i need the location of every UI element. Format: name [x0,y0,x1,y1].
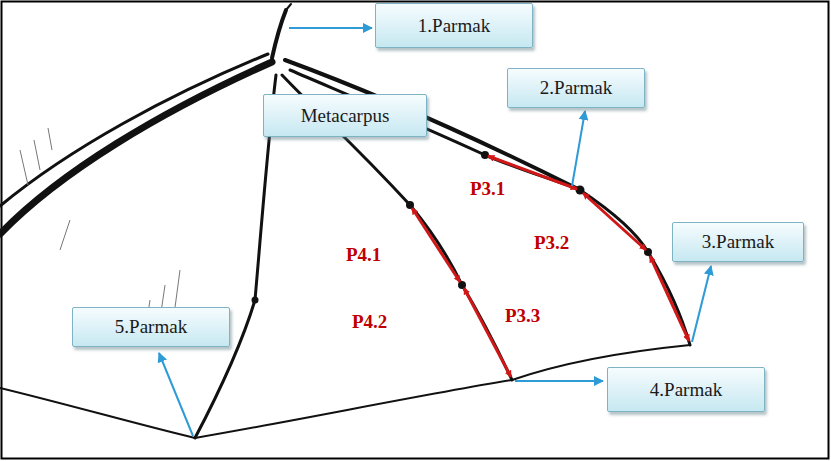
phalanx-label: P3.1 [470,178,505,200]
box-text: 1.Parmak [418,15,490,37]
box-text: 2.Parmak [540,77,612,99]
finger-label-box: 1.Parmak [375,3,533,48]
phalanx-label: P4.1 [346,244,381,266]
finger-label-box: 3.Parmak [672,222,804,262]
finger-label-box: Metacarpus [263,94,427,137]
phalanx-label: P3.2 [534,232,569,254]
phalanx-label: P3.3 [505,305,540,327]
box-text: 3.Parmak [702,231,774,253]
box-text: 4.Parmak [650,379,722,401]
finger-label-box: 4.Parmak [607,367,765,412]
finger-label-box: 5.Parmak [72,307,230,347]
box-text: 5.Parmak [115,316,187,338]
box-text: Metacarpus [301,105,390,127]
phalanx-label: P4.2 [352,311,387,333]
finger-label-box: 2.Parmak [507,68,645,108]
